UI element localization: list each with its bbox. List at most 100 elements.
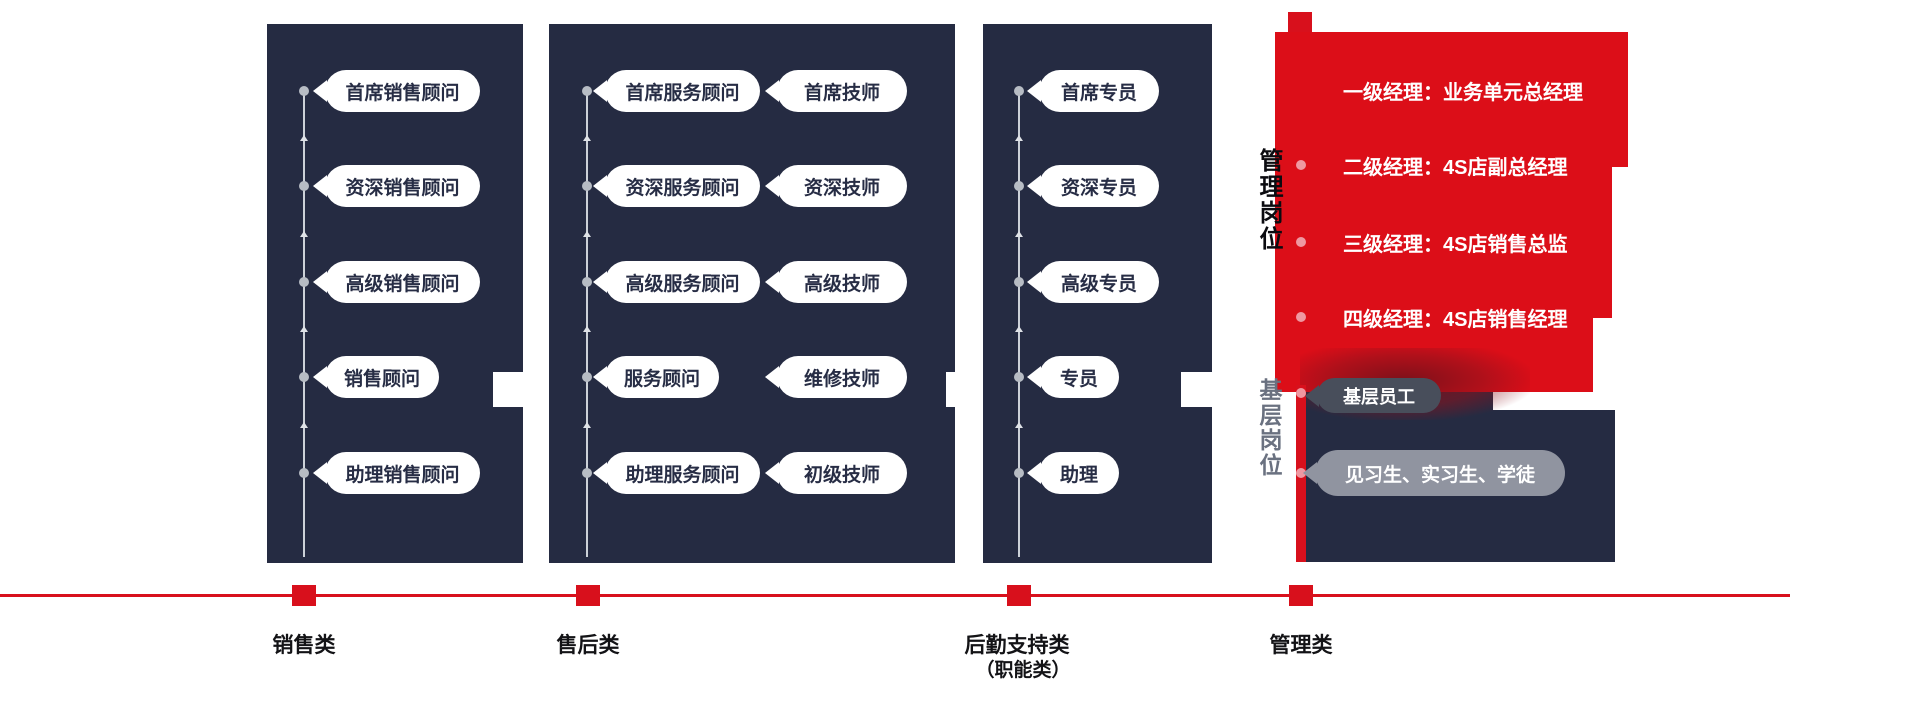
technician-pill: 初级技师	[777, 452, 907, 494]
management-line-top-marker	[1288, 12, 1312, 32]
timeline-marker-sales	[292, 585, 316, 606]
support-level-label: 专员	[1059, 368, 1098, 390]
manager-level-row: 一级经理：业务单元总经理	[1343, 76, 1583, 104]
management-panel-upper	[1275, 32, 1628, 167]
manager-level-row: 四级经理：4S店销售经理	[1343, 303, 1567, 331]
sales-level-label: 销售顾问	[343, 368, 420, 390]
timeline-axis	[0, 594, 1790, 597]
manager-level-label: 三级经理：4S店销售总监	[1343, 233, 1568, 256]
sales-level-pill: 销售顾问	[325, 356, 439, 398]
manager-level-label: 四级经理：4S店销售经理	[1343, 308, 1568, 331]
technician-level-label: 维修技师	[803, 368, 880, 390]
timeline-marker-aftersales	[576, 585, 600, 606]
support-level-label: 首席专员	[1060, 82, 1137, 104]
up-arrow-icon	[1015, 326, 1023, 332]
timeline-marker-support	[1007, 585, 1031, 606]
level-dot	[1296, 237, 1306, 247]
manager-level-row: 三级经理：4S店销售总监	[1343, 228, 1567, 256]
up-arrow-icon	[1015, 422, 1023, 428]
sales-level-pill: 资深销售顾问	[325, 165, 480, 207]
sales-level-pill: 高级销售顾问	[325, 261, 480, 303]
sales-level-label: 首席销售顾问	[345, 82, 460, 104]
technician-level-label: 首席技师	[803, 82, 880, 104]
technician-level-label: 资深技师	[803, 177, 880, 199]
technician-pill: 高级技师	[777, 261, 907, 303]
service-level-label: 资深服务顾问	[625, 177, 740, 199]
up-arrow-icon	[1015, 135, 1023, 141]
manager-level-row: 二级经理：4S店副总经理	[1343, 151, 1567, 179]
level-dot	[299, 181, 309, 191]
support-panel-notch	[1181, 372, 1213, 407]
support-level-pill: 资深专员	[1039, 165, 1159, 207]
sales-level-pill: 首席销售顾问	[325, 70, 480, 112]
technician-level-label: 初级技师	[803, 464, 880, 486]
level-dot	[1014, 372, 1024, 382]
level-dot	[1014, 277, 1024, 287]
track-label-aftersales: 售后类	[556, 634, 620, 657]
technician-pill: 资深技师	[777, 165, 907, 207]
service-consultant-pill: 助理服务顾问	[605, 452, 760, 494]
level-dot	[1296, 468, 1306, 478]
level-dot	[1296, 312, 1306, 322]
level-dot	[299, 468, 309, 478]
support-level-pill: 助理	[1039, 452, 1119, 494]
up-arrow-icon	[300, 231, 308, 237]
technician-level-label: 高级技师	[803, 273, 880, 295]
sales-level-label: 助理销售顾问	[345, 464, 460, 486]
basement-staff-label: 基层员工	[1343, 386, 1415, 407]
level-dot	[299, 277, 309, 287]
up-arrow-icon	[300, 422, 308, 428]
support-level-label: 资深专员	[1060, 177, 1137, 199]
level-dot	[1014, 86, 1024, 96]
level-dot	[582, 181, 592, 191]
manager-level-label: 一级经理：业务单元总经理	[1343, 81, 1583, 104]
up-arrow-icon	[300, 135, 308, 141]
level-dot	[1014, 181, 1024, 191]
management-positions-vertical-label: 管理岗位	[1255, 148, 1282, 252]
manager-level-label: 二级经理：4S店副总经理	[1343, 156, 1568, 179]
track-label-sales: 销售类	[272, 634, 336, 657]
service-consultant-pill: 服务顾问	[605, 356, 719, 398]
up-arrow-icon	[583, 231, 591, 237]
trainee-pill: 见习生、实习生、学徒	[1315, 450, 1565, 496]
basement-staff-pill: 基层员工	[1317, 378, 1441, 413]
level-dot	[299, 86, 309, 96]
timeline-marker-management	[1289, 585, 1313, 606]
track-label-support: 后勤支持类	[964, 634, 1070, 657]
support-progression-line	[1018, 91, 1020, 557]
up-arrow-icon	[1015, 231, 1023, 237]
up-arrow-icon	[300, 326, 308, 332]
support-level-pill: 高级专员	[1039, 261, 1159, 303]
sales-level-pill: 助理销售顾问	[325, 452, 480, 494]
up-arrow-icon	[583, 326, 591, 332]
support-level-pill: 专员	[1039, 356, 1119, 398]
aftersales-panel-notch	[946, 372, 985, 407]
service-level-label: 助理服务顾问	[625, 464, 740, 486]
support-level-label: 助理	[1059, 464, 1098, 486]
track-label-management: 管理类	[1269, 634, 1333, 657]
aftersales-progression-line	[586, 91, 588, 557]
support-level-pill: 首席专员	[1039, 70, 1159, 112]
level-dot	[1296, 388, 1306, 398]
sales-level-label: 资深销售顾问	[345, 177, 460, 199]
level-dot	[582, 468, 592, 478]
trainee-label: 见习生、实习生、学徒	[1344, 464, 1535, 486]
technician-pill: 首席技师	[777, 70, 907, 112]
level-dot	[582, 372, 592, 382]
level-dot	[299, 372, 309, 382]
sales-level-label: 高级销售顾问	[345, 273, 460, 295]
track-label-support-sub: （职能类）	[975, 660, 1071, 681]
level-dot	[1014, 468, 1024, 478]
sales-progression-line	[303, 91, 305, 557]
support-level-label: 高级专员	[1060, 273, 1137, 295]
basement-positions-vertical-label: 基层岗位	[1256, 378, 1282, 478]
management-panel-middle	[1275, 167, 1612, 318]
service-consultant-pill: 高级服务顾问	[605, 261, 760, 303]
level-dot	[582, 277, 592, 287]
service-level-label: 首席服务顾问	[625, 82, 740, 104]
service-consultant-pill: 首席服务顾问	[605, 70, 760, 112]
service-level-label: 高级服务顾问	[625, 273, 740, 295]
level-dot	[582, 86, 592, 96]
up-arrow-icon	[583, 422, 591, 428]
